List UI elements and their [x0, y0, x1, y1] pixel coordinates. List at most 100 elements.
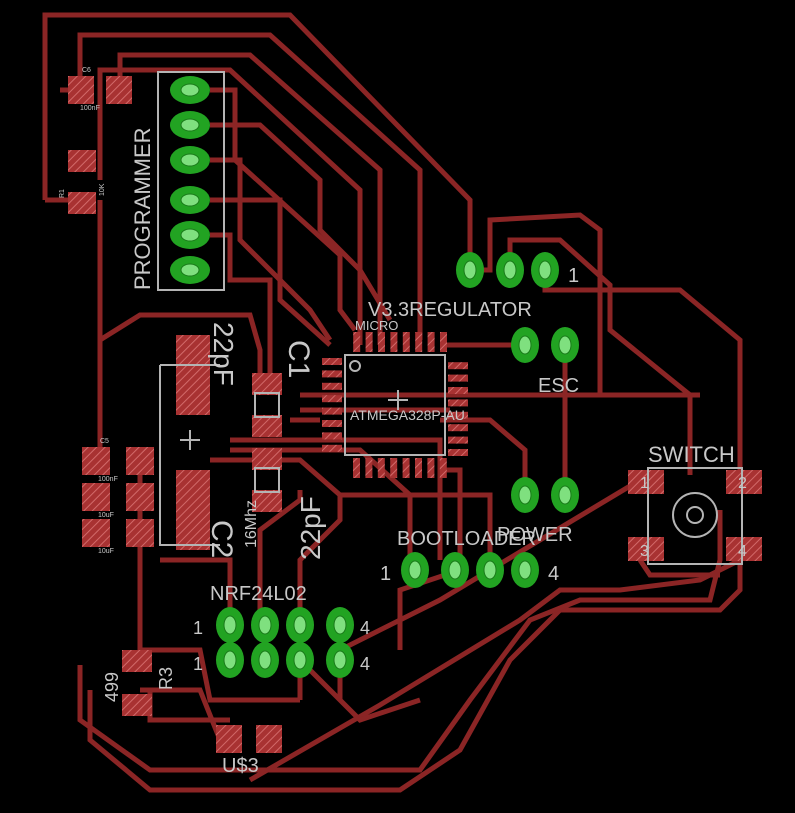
power-pad-hole-1 — [518, 485, 532, 505]
through-hole-pads — [170, 76, 579, 678]
mcu-pin-30 — [378, 332, 385, 352]
nrf-bottom-pad-hole-1 — [223, 650, 237, 670]
nrf-bot-pin1-label: 1 — [193, 654, 203, 674]
mcu-pin-28 — [402, 332, 410, 352]
esc-label: ESC — [538, 375, 579, 397]
switch-button-inner — [686, 506, 704, 524]
clow-pad-right — [126, 519, 154, 547]
c5-label: C5 — [100, 438, 109, 445]
switch-pad-bl — [628, 537, 664, 561]
power-label: POWER — [497, 524, 573, 546]
mcu-pin-18 — [448, 436, 468, 444]
mcu-pin-11 — [377, 458, 385, 478]
switch-label: SWITCH — [648, 442, 735, 467]
esc-pad-hole-1 — [518, 335, 532, 355]
r1-pad-bottom — [68, 192, 96, 214]
programmer-pad-hole-1 — [180, 83, 200, 97]
regulator-label: V3.3REGULATOR — [368, 299, 532, 321]
c5-value-label: 100nF — [98, 476, 118, 483]
switch-pin-tr-label: 2 — [738, 475, 747, 492]
copper-traces — [42, 12, 743, 793]
regulator-pad-hole-2 — [503, 260, 517, 280]
clow-value-label: 10uF — [98, 548, 114, 555]
nrf-label: NRF24L02 — [210, 583, 307, 605]
c1-outline — [254, 392, 280, 418]
bootloader-pad-hole-3 — [483, 560, 497, 580]
crystal-pad-bottom — [176, 470, 210, 550]
mcu-pin-6 — [322, 420, 342, 427]
nrf-top-pin1-label: 1 — [193, 618, 203, 638]
boot-pin1-label: 1 — [380, 563, 391, 585]
nrf-top-pad-hole-4 — [333, 615, 347, 635]
us3-pad-left — [216, 725, 242, 753]
regulator-pad-hole-3 — [538, 260, 552, 280]
mcu-pin-25 — [440, 332, 447, 352]
bootloader-label: BOOTLOADER — [397, 528, 536, 550]
mcu-pin-15 — [427, 458, 435, 478]
crystal-outline — [159, 364, 220, 546]
nrf-top-pin4-label: 4 — [360, 618, 370, 638]
programmer-pad-hole-6 — [180, 263, 200, 277]
clow-pad-left — [82, 519, 110, 547]
mcu-pin-19 — [448, 424, 468, 432]
cap-22pf-bottom-label: 22pF — [295, 496, 326, 560]
mcu-pin-24 — [448, 362, 468, 370]
r3-value-label: 499 — [102, 672, 122, 702]
mcu-pin-4 — [322, 395, 342, 403]
silkscreen-text: PROGRAMMER V3.3REGULATOR MICRO ESC ATMEG… — [59, 67, 747, 777]
mcu-pin-29 — [390, 332, 398, 352]
us3-pad-right — [256, 725, 282, 753]
c2-pad-top — [252, 448, 282, 470]
mcu-pin-9 — [353, 458, 360, 478]
mcu-pin-7 — [322, 432, 342, 440]
c5-pad-right — [126, 447, 154, 475]
c1-label: C1 — [282, 340, 315, 378]
r1-value-label: 10K — [99, 183, 106, 196]
programmer-label: PROGRAMMER — [130, 127, 155, 290]
c2-pad-bottom — [252, 490, 282, 512]
mcu-pin1-dot — [349, 360, 361, 372]
micro-label: MICRO — [355, 318, 398, 333]
mcu-pin-17 — [448, 449, 468, 456]
mcu-pin-14 — [415, 458, 422, 478]
switch-pad-br — [726, 537, 762, 561]
bootloader-pad-hole-4 — [518, 560, 532, 580]
r1-label: R1 — [59, 189, 66, 198]
nrf-top-pad-hole-2 — [258, 615, 272, 635]
c6-pad-left — [68, 76, 94, 104]
switch-button — [672, 492, 718, 538]
cap-22pf-top-label: 22pF — [208, 322, 239, 386]
programmer-pad-hole-5 — [180, 228, 200, 242]
crystal-label: 16Mhz — [243, 500, 260, 548]
us3-label: U$3 — [222, 755, 259, 777]
r3-pad-top — [122, 650, 152, 672]
c2-label: C2 — [205, 520, 238, 558]
r1-pad-top — [68, 150, 96, 172]
switch-pad-tr — [726, 470, 762, 494]
mcu-pin-27 — [415, 332, 423, 352]
nrf-bottom-pad-hole-2 — [258, 650, 272, 670]
c1-pad-top — [252, 373, 282, 395]
mcu-pin-5 — [322, 407, 342, 415]
c6-pad-right — [106, 76, 132, 104]
boot-pin4-label: 4 — [548, 563, 559, 585]
c5-pad-left — [82, 447, 110, 475]
mcu-pin-10 — [365, 458, 373, 478]
nrf-bottom-pad-hole-4 — [333, 650, 347, 670]
mcu-pin-20 — [448, 411, 468, 419]
programmer-pad-hole-3 — [180, 153, 200, 167]
mcu-pin-22 — [448, 387, 468, 394]
r3-pad-bottom — [122, 694, 152, 716]
mcu-pin-3 — [322, 382, 342, 390]
smd-pads — [68, 76, 762, 753]
mcu-pin-13 — [402, 458, 410, 478]
mcu-label: ATMEGA328P-AU — [350, 407, 465, 423]
mcu-pin-32 — [353, 332, 361, 352]
r3-label: R3 — [156, 667, 176, 690]
c6-value-label: 100nF — [80, 105, 100, 112]
bootloader-pad-hole-1 — [408, 560, 422, 580]
programmer-pad-hole-4 — [180, 193, 200, 207]
switch-pin-tl-label: 1 — [640, 475, 649, 492]
esc-pad-hole-2 — [558, 335, 572, 355]
